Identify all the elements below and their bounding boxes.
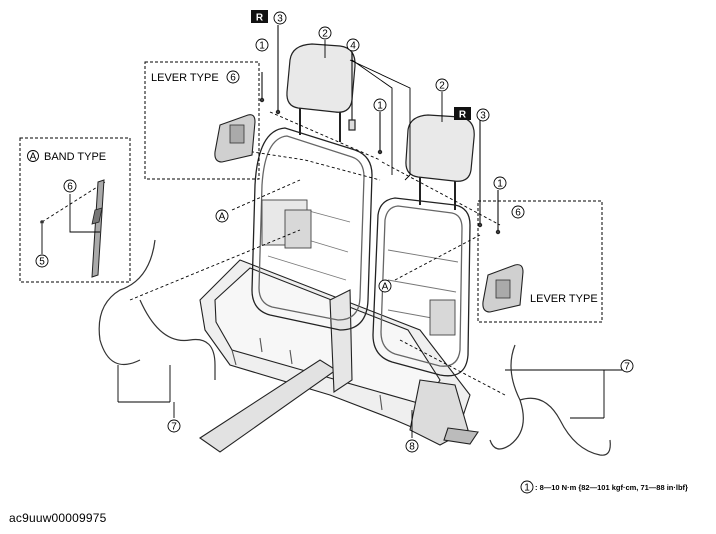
callout-6c: 6 [515,208,521,219]
callout-6a: 6 [230,73,236,84]
callout-4: 4 [350,41,356,52]
callout-3b: 3 [480,111,486,122]
left-seatback-frame [251,127,373,331]
lever-type-label-right: LEVER TYPE [530,293,598,305]
release-cables-part-7 [98,239,611,456]
callout-7a: 7 [171,422,177,433]
callout-8: 8 [409,442,415,453]
lever-type-inset-left: LEVER TYPE [144,61,260,180]
band-strap-part-6 [40,179,105,278]
figure-code: ac9uuw00009975 [9,511,107,525]
lever-unit-left-part-6 [214,114,256,163]
r-badge-left-text: R [256,13,264,24]
r-badge-left: R [251,10,268,24]
lever-unit-right-part-6 [482,264,524,313]
callouts [35,11,634,494]
callout-1b: 1 [377,101,383,112]
callout-labels: 1 3 2 4 6 6 5 A 1 2 3 1 6 A 7 7 8 1 [39,14,630,494]
headrest-left-part-2 [286,43,356,142]
callout-a-left: A [219,212,226,223]
callout-5: 5 [39,257,45,268]
dashed-connectors [41,111,506,396]
r-badge-right-text: R [459,110,467,121]
callout-3a: 3 [277,14,283,25]
callout-a-right: A [382,282,389,293]
callout-2b: 2 [439,81,445,92]
band-type-inset: A BAND TYPE [19,137,131,283]
torque-spec: : 8—10 N·m {82—101 kgf·cm, 71—88 in·lbf} [535,483,688,492]
leader-lines [117,40,625,438]
lever-type-inset-right: LEVER TYPE [477,200,603,323]
callout-2a: 2 [322,29,328,40]
right-seatback-frame [372,197,471,377]
small-hardware [259,25,501,235]
callout-1a: 1 [259,41,265,52]
callout-a-band: A [30,152,37,163]
band-type-label: BAND TYPE [44,151,106,163]
lever-type-label-left: LEVER TYPE [151,72,219,84]
callout-6b: 6 [67,182,73,193]
callout-1-legend: 1 [524,483,530,494]
callout-1c: 1 [497,179,503,190]
callout-7b: 7 [624,362,630,373]
headrest-right-part-2 [405,114,475,210]
r-badge-right: R [454,107,471,121]
